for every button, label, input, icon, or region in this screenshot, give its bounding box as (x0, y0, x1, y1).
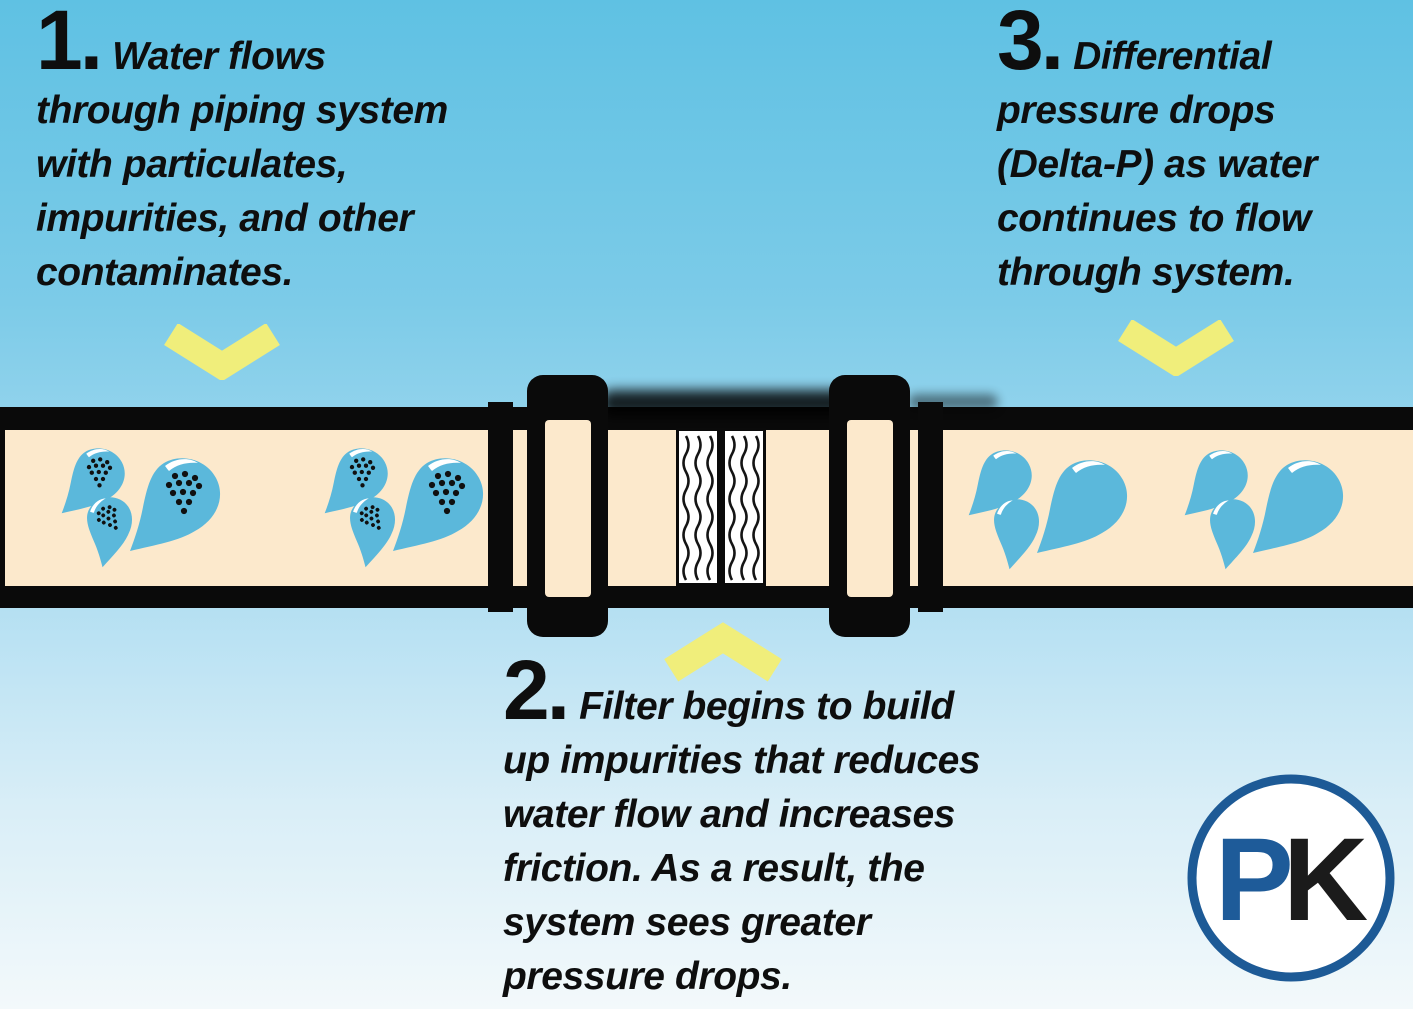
pipe-bottom-border (0, 586, 1413, 608)
step-3-line: (Delta-P) as water (997, 143, 1318, 186)
flange-window (545, 420, 591, 597)
clean-water-drops-group-1 (968, 450, 1128, 570)
step-3-line: continues to flow (997, 197, 1311, 240)
filter-panel-right (725, 431, 763, 583)
step-1-line: contaminates. (36, 251, 294, 294)
filter-flange-left (527, 375, 608, 637)
flange-window (847, 420, 893, 597)
step-2-number: 2. (503, 643, 570, 737)
pipe-left-end-cap (0, 407, 5, 608)
chevron-up-icon-step2 (664, 622, 782, 682)
filter-top-shadow (600, 390, 850, 416)
logo-letter-k: K (1283, 814, 1368, 946)
filter-panel-left (679, 431, 717, 583)
chevron-down-icon-step1 (164, 324, 280, 380)
pk-logo: P K (1187, 774, 1395, 982)
step-1-line: with particulates, (36, 143, 348, 186)
filter-media-waves (728, 435, 760, 581)
pipe-top-border (0, 407, 1413, 430)
step-1-number: 1. (36, 0, 103, 87)
logo-circle (1187, 774, 1395, 982)
filter-element (676, 428, 766, 586)
step-1-line: Water flows (112, 35, 326, 78)
step-3-line: Differential (1073, 35, 1272, 78)
step-2-line: system sees greater (503, 901, 871, 944)
step-2-text: 2.Filter begins to build up impurities t… (503, 648, 1023, 1004)
pipe-joint-left (488, 402, 513, 612)
filter-flange-right (829, 375, 910, 637)
water-drop-icon (1253, 460, 1344, 553)
step-2-line: friction. As a result, the (503, 847, 925, 890)
dirty-water-drop-icon (393, 458, 483, 551)
logo-letter-p: P (1215, 814, 1294, 946)
dirty-water-drops-group-2 (318, 436, 498, 596)
step-1-line: through piping system (36, 89, 448, 132)
step-2-line: water flow and increases (503, 793, 956, 836)
dirty-water-drops-group-1 (55, 436, 235, 596)
step-2-line: pressure drops. (503, 955, 792, 998)
chevron-down-icon-step3 (1118, 320, 1234, 376)
filter-media-waves (682, 435, 714, 581)
clean-water-drops-group-2 (1184, 450, 1344, 570)
step-3-number: 3. (997, 0, 1064, 87)
step-2-line: Filter begins to build (579, 685, 954, 728)
step-3-line: pressure drops (997, 89, 1276, 132)
step-1-line: impurities, and other (36, 197, 414, 240)
water-drop-icon (1037, 460, 1128, 553)
pipe-joint-right (918, 402, 943, 612)
dirty-water-drop-icon (130, 458, 220, 551)
step-1-text: 1.Water flows through piping system with… (36, 0, 516, 300)
step-3-text: 3.Differential pressure drops (Delta-P) … (997, 0, 1397, 300)
step-3-line: through system. (997, 251, 1295, 294)
step-2-line: up impurities that reduces (503, 739, 981, 782)
